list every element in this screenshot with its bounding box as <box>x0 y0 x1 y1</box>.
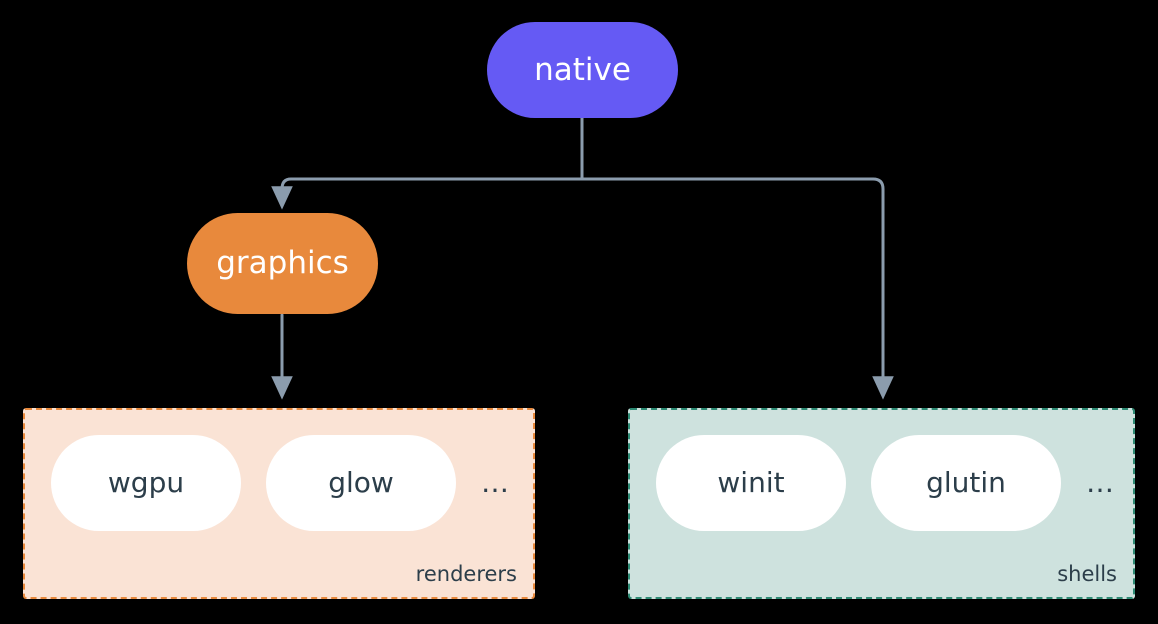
cluster-shells-body: winit glutin … <box>630 410 1133 597</box>
leaf-glutin[interactable]: glutin <box>871 435 1061 531</box>
shells-overflow-ellipsis: … <box>1086 466 1115 499</box>
leaf-winit[interactable]: winit <box>656 435 846 531</box>
edge-native-to-graphics <box>271 116 584 210</box>
leaf-glow[interactable]: glow <box>266 435 456 531</box>
node-graphics[interactable]: graphics <box>187 213 378 314</box>
renderers-overflow-ellipsis: … <box>481 466 510 499</box>
leaf-wgpu[interactable]: wgpu <box>51 435 241 531</box>
cluster-shells-title: shells <box>1057 562 1117 586</box>
cluster-renderers: wgpu glow … renderers <box>23 408 535 599</box>
leaf-wgpu-label: wgpu <box>107 466 185 499</box>
node-native-label: native <box>534 51 631 88</box>
leaf-glutin-label: glutin <box>926 466 1006 499</box>
cluster-renderers-body: wgpu glow … <box>25 410 533 597</box>
leaf-glow-label: glow <box>328 466 394 499</box>
cluster-renderers-title: renderers <box>415 562 517 586</box>
leaf-winit-label: winit <box>717 466 785 499</box>
node-graphics-label: graphics <box>216 245 349 281</box>
node-native[interactable]: native <box>487 22 678 118</box>
cluster-shells: winit glutin … shells <box>628 408 1135 599</box>
edge-native-to-shells <box>580 116 894 400</box>
